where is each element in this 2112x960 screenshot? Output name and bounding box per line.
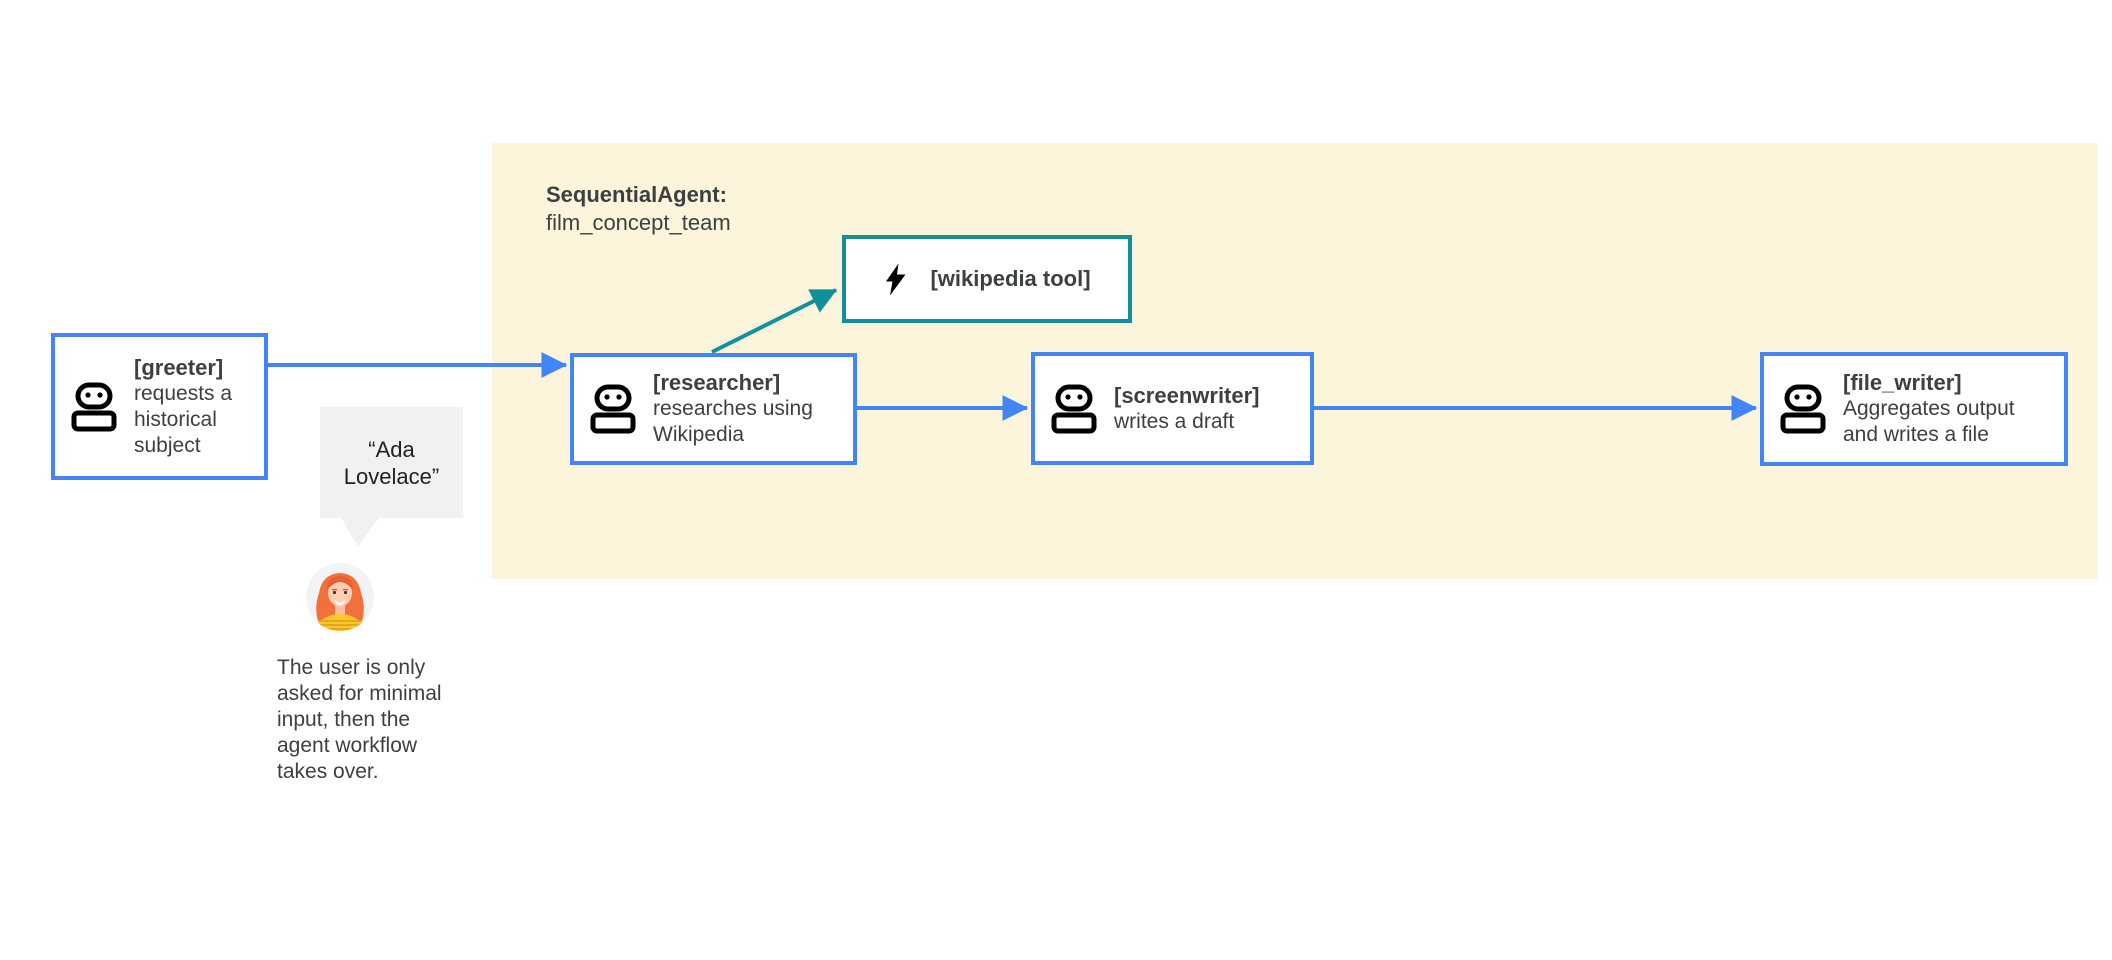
- robot-icon: [590, 384, 636, 434]
- sequential-agent-label: SequentialAgent: film_concept_team: [546, 181, 731, 237]
- node-researcher-desc: researches using Wikipedia: [653, 397, 813, 446]
- node-researcher-title: [researcher]: [653, 370, 781, 395]
- node-greeter-title: [greeter]: [134, 354, 224, 380]
- robot-icon: [1780, 384, 1826, 434]
- user-caption: The user is only asked for minimal input…: [277, 656, 442, 783]
- speech-bubble: “Ada Lovelace”: [320, 407, 463, 547]
- speech-bubble-text: “Ada Lovelace”: [343, 436, 440, 489]
- node-file-writer-title: [file_writer]: [1843, 370, 1962, 395]
- speech-bubble-tail: [340, 517, 380, 548]
- node-file-writer-text: [file_writer] Aggregates output and writ…: [1843, 370, 2035, 448]
- node-screenwriter: [screenwriter] writes a draft: [1031, 352, 1314, 465]
- node-greeter-text: [greeter] requests a historical subject: [134, 355, 258, 459]
- robot-icon: [1051, 384, 1097, 434]
- node-file-writer: [file_writer] Aggregates output and writ…: [1760, 352, 2068, 466]
- lightning-bolt-icon: [883, 263, 908, 296]
- robot-icon: [71, 382, 117, 432]
- node-screenwriter-title: [screenwriter]: [1114, 382, 1260, 408]
- woman-avatar: [306, 563, 374, 631]
- node-screenwriter-text: [screenwriter] writes a draft: [1114, 383, 1294, 435]
- node-greeter: [greeter] requests a historical subject: [51, 333, 268, 480]
- node-wikipedia-tool-title: [wikipedia tool]: [930, 266, 1091, 291]
- node-greeter-desc: requests a historical subject: [134, 381, 233, 457]
- node-researcher-text: [researcher] researches using Wikipedia: [653, 370, 835, 448]
- sequential-agent-title: SequentialAgent:: [546, 182, 727, 207]
- node-researcher: [researcher] researches using Wikipedia: [570, 353, 857, 465]
- node-screenwriter-desc: writes a draft: [1114, 409, 1235, 433]
- node-file-writer-desc: Aggregates output and writes a file: [1843, 397, 2015, 446]
- sequential-agent-name: film_concept_team: [546, 210, 731, 235]
- node-wikipedia-tool: [wikipedia tool]: [842, 235, 1132, 323]
